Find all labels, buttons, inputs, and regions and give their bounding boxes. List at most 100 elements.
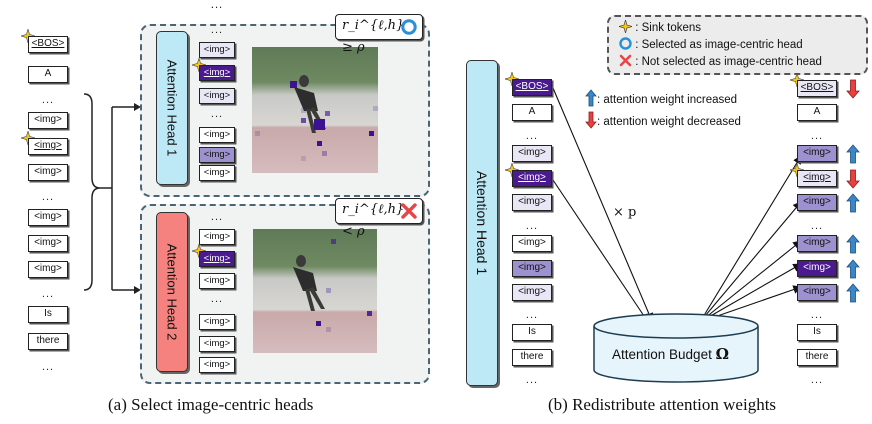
token-there: there <box>28 333 68 350</box>
attention-patch <box>316 321 321 326</box>
ellipsis: ... <box>41 361 55 373</box>
token-text: <img> <box>34 211 62 222</box>
sink-star-icon <box>617 18 634 35</box>
token-img: <img> <box>797 170 837 187</box>
token-img: <img> <box>199 357 235 373</box>
token-text: there <box>805 351 829 362</box>
token-img: <img> <box>512 235 552 252</box>
skateboarder-image-head2 <box>253 229 377 353</box>
ellipsis: ... <box>810 220 824 232</box>
token-text: <img> <box>34 237 62 248</box>
up-arrow-icon <box>585 89 597 107</box>
token-text: <img> <box>803 172 831 183</box>
attention-patch <box>373 106 378 111</box>
token-text: <img> <box>203 167 231 178</box>
brace-connector <box>83 93 141 294</box>
ellipsis: ... <box>810 309 824 321</box>
token-img: <img> <box>797 260 837 277</box>
token-img: <img> <box>512 260 552 277</box>
legend-decreased-text: attention weight decreased <box>603 116 741 128</box>
token-text: <img> <box>518 262 546 273</box>
up-arrow-icon <box>846 193 860 218</box>
ellipsis: ... <box>210 211 224 223</box>
multiplier-label: × p <box>613 205 637 220</box>
attention-patch <box>322 151 327 156</box>
up-arrow-icon <box>846 259 860 284</box>
token-text: <img> <box>203 253 231 264</box>
token-bos: <BOS> <box>797 80 837 97</box>
down-arrow-icon <box>846 169 860 194</box>
attention-patch <box>326 288 331 293</box>
token-img: <img> <box>199 229 235 245</box>
attention-patch <box>301 118 306 123</box>
token-text: <img> <box>203 338 231 349</box>
ellipsis: ... <box>525 220 539 232</box>
not-selected-x-icon <box>619 54 632 67</box>
token-bos: <BOS> <box>512 79 552 96</box>
token-text: <img> <box>518 237 546 248</box>
token-img: <img> <box>28 164 68 181</box>
token-text: Is <box>44 308 52 319</box>
attention-head-1-bar-b: Attention Head 1 <box>466 60 498 386</box>
token-text: <img> <box>518 147 546 158</box>
ellipsis: ... <box>810 130 824 142</box>
down-arrow-icon <box>846 79 860 104</box>
token-text: <img> <box>803 262 831 273</box>
token-there: there <box>512 349 552 366</box>
token-img: <img> <box>199 273 235 289</box>
token-img: <img> <box>199 147 235 163</box>
attention-patch <box>290 81 297 88</box>
token-text: <img> <box>34 166 62 177</box>
token-img: <img> <box>28 261 68 278</box>
token-img: <img> <box>797 194 837 211</box>
token-a: A <box>797 104 837 121</box>
token-img: <img> <box>199 336 235 352</box>
ellipsis: ... <box>810 374 824 386</box>
token-text: <img> <box>803 286 831 297</box>
token-img: <img> <box>797 235 837 252</box>
head1-condition-box: r_i^{ℓ,h} ≥ ρ <box>335 14 423 55</box>
head1-condition: r_i^{ℓ,h} ≥ ρ <box>342 18 405 55</box>
token-text: <img> <box>34 114 62 125</box>
token-text: <img> <box>203 67 231 78</box>
up-arrow-icon <box>846 283 860 308</box>
budget-to-token-arrow <box>699 155 802 323</box>
attention-patch <box>326 327 331 332</box>
budget-label-wrap: Attention Budget Ω <box>612 345 729 363</box>
token-text: Is <box>813 326 821 337</box>
token-img: <img> <box>199 42 235 58</box>
selected-ring-icon <box>619 37 632 50</box>
budget-symbol: Ω <box>715 345 729 363</box>
legend-decreased: : attention weight decreased <box>585 111 741 129</box>
token-img: <img> <box>512 194 552 211</box>
token-img: <img> <box>512 284 552 301</box>
token-is: Is <box>512 324 552 341</box>
token-text: <img> <box>203 149 231 160</box>
token-img: <img> <box>512 170 552 187</box>
attention-budget-cylinder <box>593 313 759 383</box>
token-img: <img> <box>28 112 68 129</box>
token-img: <img> <box>28 209 68 226</box>
token-text: <img> <box>518 286 546 297</box>
attention-patch <box>369 131 374 136</box>
attention-patch <box>255 131 260 136</box>
token-text: <BOS> <box>31 38 65 49</box>
up-arrow-icon <box>846 234 860 259</box>
token-text: A <box>44 68 52 79</box>
legend-not-selected: : Not selected as image-centric head <box>619 54 822 69</box>
budget-to-token-arrow <box>699 201 802 323</box>
skateboarder-figure <box>294 75 326 133</box>
down-arrow-icon <box>585 111 597 129</box>
token-text: <img> <box>203 231 231 242</box>
token-text: <img> <box>34 140 62 151</box>
symbol-legend: : Sink tokens : Selected as image-centri… <box>607 15 868 75</box>
selected-ring-icon <box>401 19 417 35</box>
ellipsis: ... <box>210 0 224 11</box>
token-text: <BOS> <box>515 81 549 92</box>
ellipsis: ... <box>525 130 539 142</box>
ellipsis: ... <box>41 288 55 300</box>
attention-patch <box>367 311 372 316</box>
ellipsis: ... <box>210 0 224 11</box>
up-arrow-icon <box>846 144 860 169</box>
token-text: <img> <box>203 44 231 55</box>
